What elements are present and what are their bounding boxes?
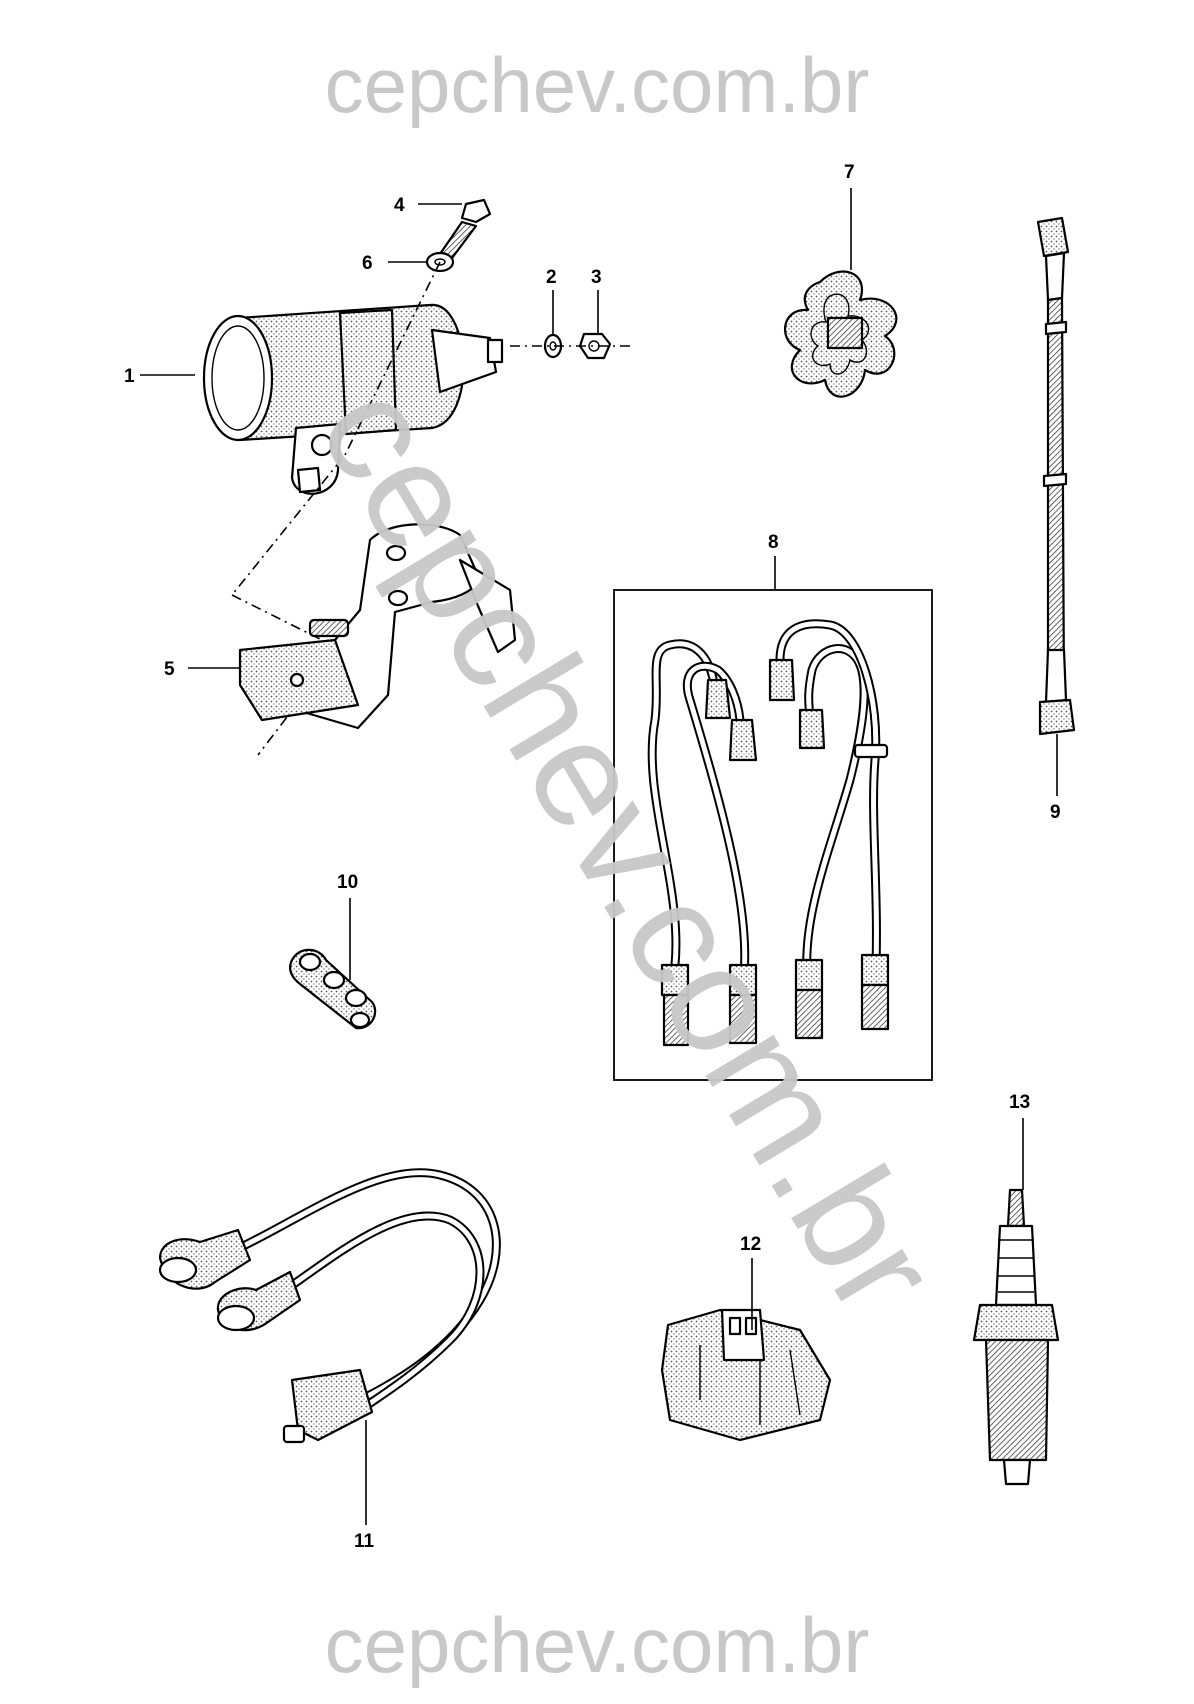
tachometer-cable-part-9 [1036,216,1076,736]
spark-plug-part-13 [972,1188,1060,1486]
callout-11: 11 [354,1531,375,1552]
bracket-part-5 [238,523,517,730]
callout-2: 2 [546,267,557,288]
spark-plug-wire-set-part-8 [613,589,933,1081]
callout-4: 4 [394,195,405,216]
callout-7: 7 [844,162,855,183]
callout-13: 13 [1009,1092,1030,1113]
ignition-coil-part-1 [202,303,504,495]
callout-12: 12 [740,1234,761,1255]
leader-lines [140,188,1058,1525]
watermark-top: cepchev.com.br [325,41,870,129]
callout-3: 3 [591,267,602,288]
ignition-module-part-12 [660,1308,832,1442]
bolt-part-4 [438,198,492,260]
callout-6: 6 [362,253,373,274]
callout-labels: 1 2 3 4 5 6 7 8 9 10 11 12 13 [124,162,1061,1552]
callout-8: 8 [768,532,779,553]
distributor-rotor-part-7 [784,270,898,398]
watermark-diagonal: cepchev.com.br [288,356,972,1341]
callout-10: 10 [337,872,358,893]
callout-9: 9 [1050,802,1061,823]
callout-1: 1 [124,366,135,387]
connector-clip-part-10 [289,948,377,1030]
assembly-lines [231,261,630,756]
coil-wire-harness-part-11 [158,1168,501,1444]
callout-5: 5 [164,659,175,680]
watermark-bottom: cepchev.com.br [325,1601,870,1689]
